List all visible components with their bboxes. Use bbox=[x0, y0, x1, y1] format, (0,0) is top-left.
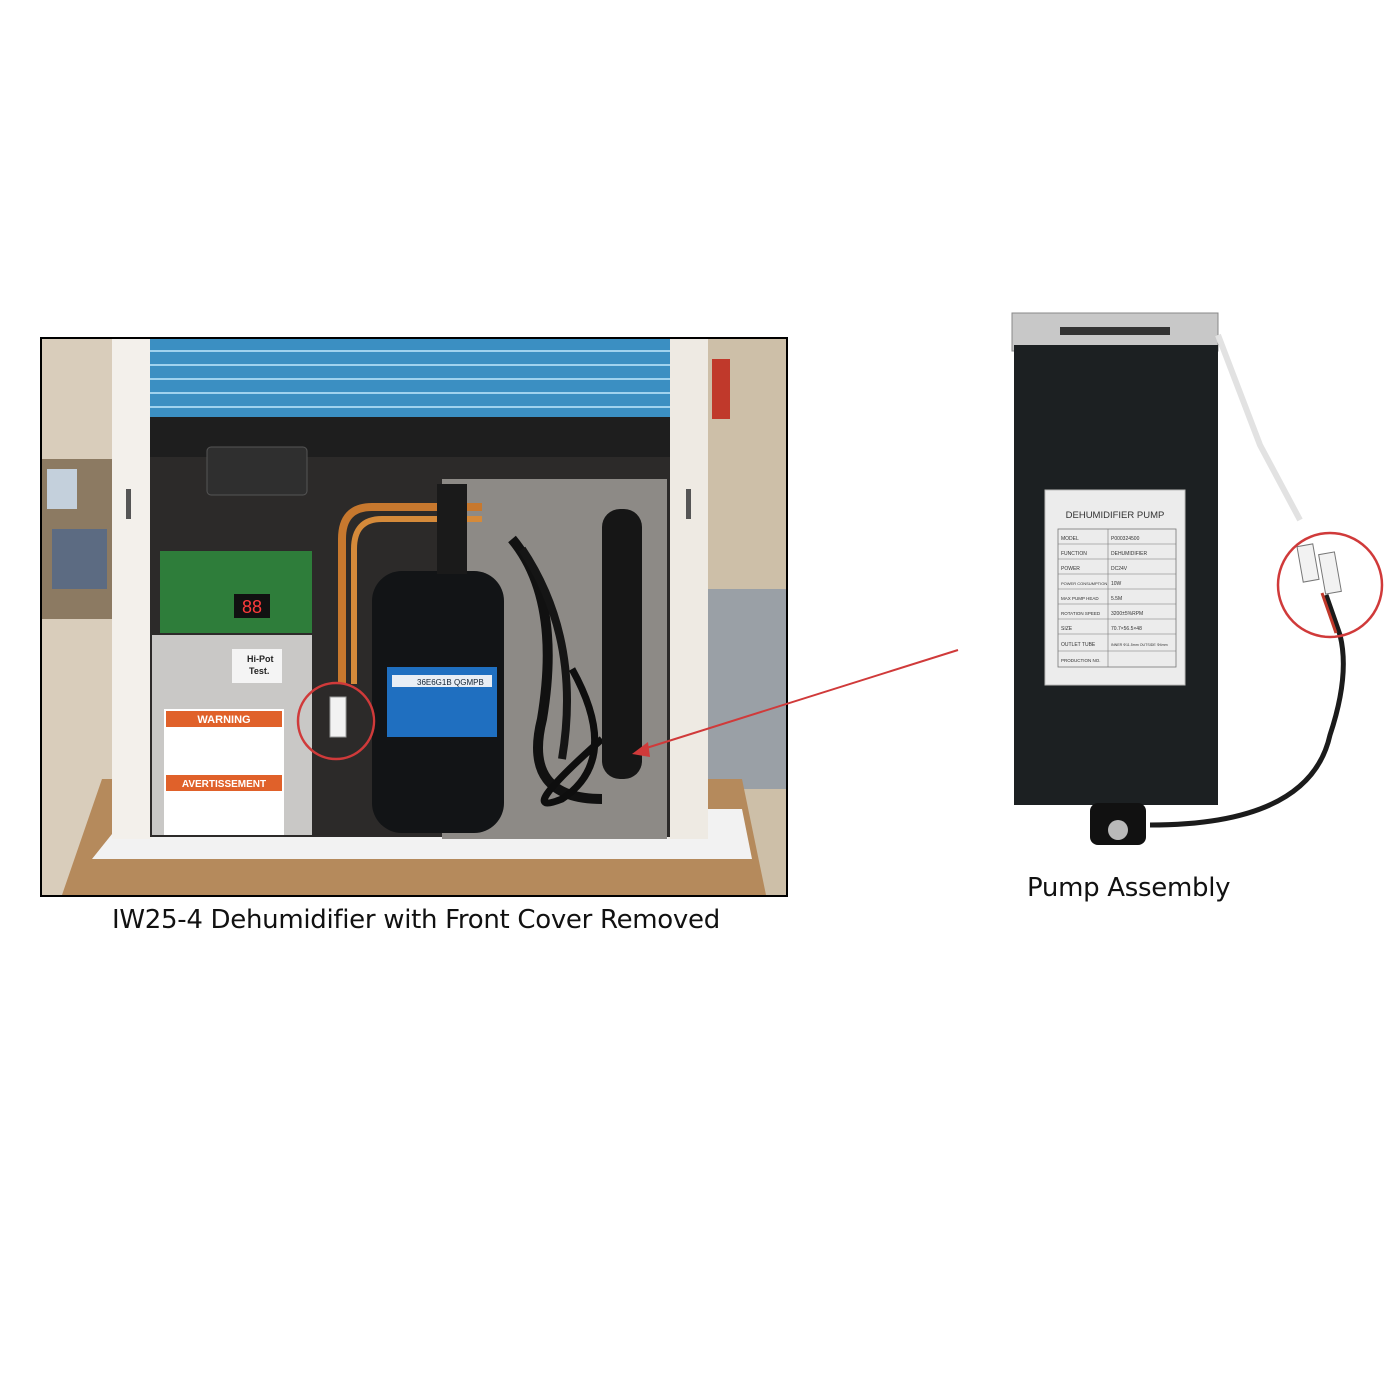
pump-illustration: DEHUMIDIFIER PUMP MODEL P000324500 FUNCT… bbox=[1011, 312, 1384, 845]
pump-label-key: POWER CONSUMPTION bbox=[1061, 581, 1107, 586]
figure-caption-pump: Pump Assembly bbox=[1027, 873, 1231, 903]
warning-label: WARNING bbox=[197, 714, 250, 726]
pump-connector-highlight-circle bbox=[1276, 531, 1384, 639]
pump-label-value: 10W bbox=[1111, 581, 1122, 587]
pump-label-key: MAX PUMP HEAD bbox=[1061, 596, 1099, 601]
pump-label-table: MODEL P000324500 FUNCTION DEHUMIDIFIER P… bbox=[1057, 528, 1177, 668]
compressor-label: 36E6G1B bbox=[417, 678, 452, 687]
connector-highlight-circle bbox=[296, 681, 376, 761]
pump-label-value: DC24V bbox=[1111, 566, 1128, 572]
pump-label-value: 5.5M bbox=[1111, 596, 1122, 602]
pump-label-key: ROTATION SPEED bbox=[1061, 611, 1101, 616]
annotation-arrow-line bbox=[639, 649, 959, 751]
figure-caption-dehumidifier: IW25-4 Dehumidifier with Front Cover Rem… bbox=[112, 905, 720, 935]
dehumidifier-illustration: 88 Hi-Pot Test. WARNING AVERTISSEMENT 36… bbox=[42, 339, 786, 895]
pump-label-key: MODEL bbox=[1061, 536, 1079, 542]
pump-label-value: INNER Φ11.5mm OUTSIDE Φ4mm bbox=[1111, 643, 1168, 647]
pump-label-key: OUTLET TUBE bbox=[1061, 642, 1096, 648]
pump-label-value: 3200±5%RPM bbox=[1111, 611, 1143, 617]
display-digits: 88 bbox=[242, 597, 262, 617]
pump-label-key: POWER bbox=[1061, 566, 1080, 572]
hipot-label-line1: Hi-Pot bbox=[247, 654, 274, 664]
pump-label-key: SIZE bbox=[1061, 626, 1073, 632]
avertissement-label: AVERTISSEMENT bbox=[182, 779, 266, 790]
pump-assembly-photo: DEHUMIDIFIER PUMP MODEL P000324500 FUNCT… bbox=[1000, 305, 1400, 860]
pump-label-value: DEHUMIDIFIER bbox=[1111, 551, 1148, 557]
pump-label-value: 70.7×56.5×48 bbox=[1111, 626, 1142, 632]
dehumidifier-photo: 88 Hi-Pot Test. WARNING AVERTISSEMENT 36… bbox=[40, 337, 788, 897]
hipot-label-line2: Test. bbox=[249, 666, 269, 676]
pump-label-key: PRODUCTION NO. bbox=[1061, 658, 1101, 663]
pump-label-key: FUNCTION bbox=[1061, 551, 1087, 557]
compressor-label-right: QGMPB bbox=[454, 678, 484, 687]
pump-label-value: P000324500 bbox=[1111, 536, 1140, 542]
pump-label-title: DEHUMIDIFIER PUMP bbox=[1066, 510, 1165, 521]
